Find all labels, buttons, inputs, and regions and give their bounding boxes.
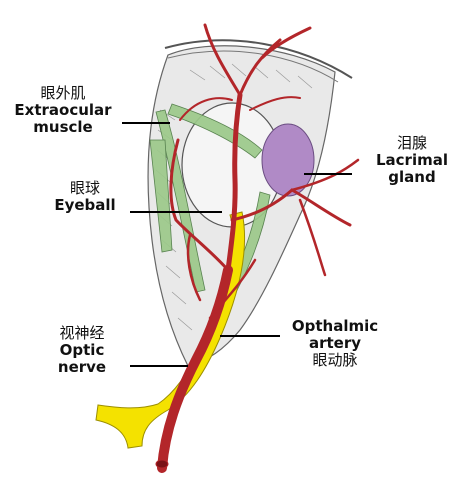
label-extraocular-muscle: 眼外肌 Extraocular muscle: [14, 84, 112, 136]
label-eyeball: 眼球 Eyeball: [54, 179, 116, 214]
leader-lines: [122, 122, 352, 367]
label-optic-nerve: 视神经 Optic nerve: [57, 324, 107, 376]
label-lacrimal-gland: 泪腺 Lacrimal gland: [375, 134, 448, 186]
ophthalmic-artery-branches: [157, 23, 360, 473]
orbital-rim: [164, 39, 353, 79]
extraocular-muscles: [149, 103, 271, 321]
artery-cut-end: [155, 459, 169, 469]
lacrimal-gland-shape: [261, 123, 315, 197]
label-ophthalmic-artery: Opthalmic artery 眼动脉: [291, 317, 379, 369]
